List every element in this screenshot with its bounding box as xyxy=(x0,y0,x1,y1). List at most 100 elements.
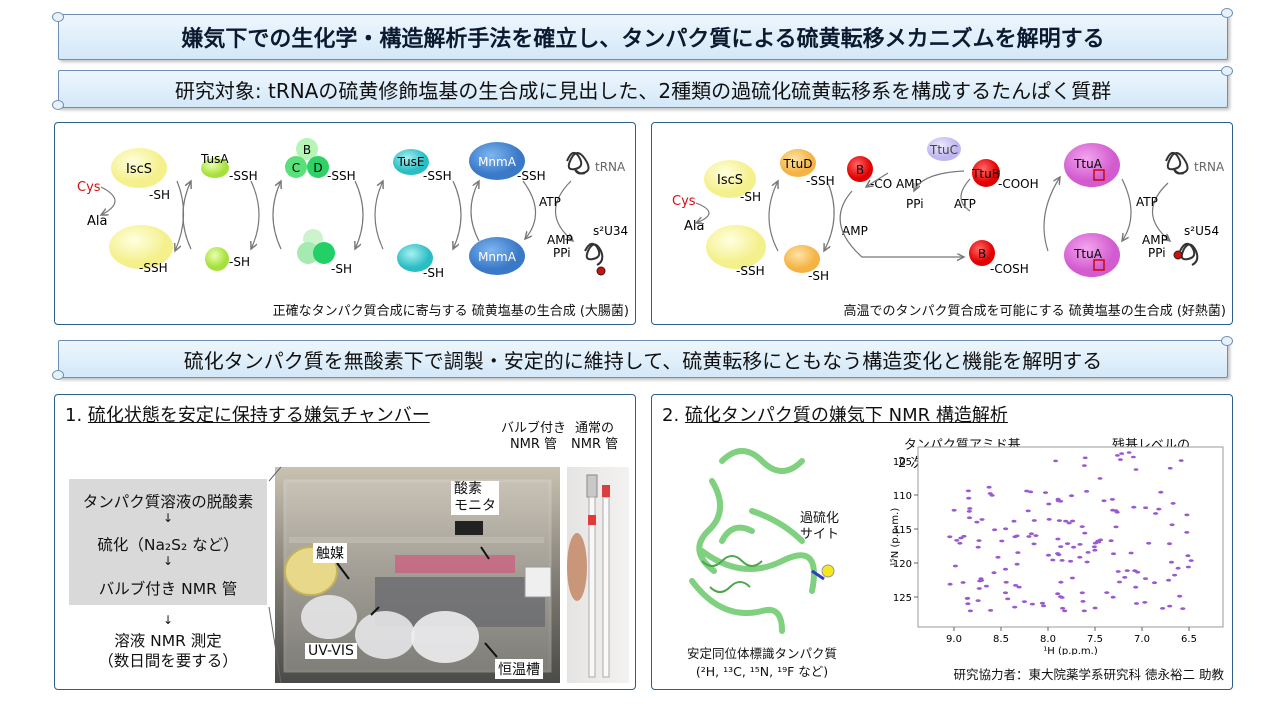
nmr-peak xyxy=(957,541,963,545)
nmr-peak xyxy=(1064,542,1071,545)
nmr-peak xyxy=(1058,580,1064,584)
tuse-sh: -SH xyxy=(423,266,444,280)
section2-heading: 2. 硫化タンパク質の嫌気下 NMR 構造解析 xyxy=(662,401,1008,427)
nmr-peak xyxy=(1133,585,1139,589)
iscs-persulfide xyxy=(109,225,173,269)
ttub-cooh-name: TtuB xyxy=(971,167,1000,181)
thermo-amp-2: AMP xyxy=(1142,233,1168,247)
nmr-tubes-photo xyxy=(567,467,629,683)
nmr-peak xyxy=(1028,490,1034,494)
x-tick-label: 7.5 xyxy=(1087,634,1103,645)
nmr-peak xyxy=(1122,576,1128,579)
ecoli-pathway-caption: 正確なタンパク質合成に寄与する 硫黄塩基の生合成 (大腸菌) xyxy=(272,304,629,319)
thermo-trna-label: tRNA xyxy=(1194,160,1225,174)
nmr-peak xyxy=(1156,507,1162,511)
nmr-peak xyxy=(978,577,984,581)
nmr-analysis-panel: 2. 硫化タンパク質の嫌気下 NMR 構造解析 過硫化 サイト 安定同位体標識タ… xyxy=(651,394,1233,690)
ttub-cosh-label: -COSH xyxy=(990,262,1029,276)
y-tick-label: 115 xyxy=(893,525,912,536)
nmr-peak xyxy=(1158,490,1164,494)
nmr-peak xyxy=(1169,523,1175,527)
nmr-peak xyxy=(1168,560,1175,564)
thermo-ppi-1: PPi xyxy=(906,197,924,211)
nmr-peak xyxy=(1175,566,1181,570)
iscs-protein xyxy=(111,148,167,188)
nmr-peak xyxy=(1116,580,1123,584)
ttub-protein xyxy=(847,156,873,182)
nmr-peak xyxy=(1045,553,1052,557)
tusd-protein xyxy=(307,156,329,178)
nmr-peak xyxy=(1046,502,1052,506)
nmr-peak xyxy=(1104,591,1110,594)
s2trna-icon xyxy=(584,242,604,266)
nmr-peak xyxy=(1056,519,1062,522)
nmr-peak xyxy=(1079,591,1085,595)
nmr-peak xyxy=(1097,477,1103,480)
nmr-peak xyxy=(976,539,982,542)
section1-number: 1. xyxy=(65,405,83,426)
nmr-peak xyxy=(1021,600,1027,603)
section1-heading: 1. 硫化状態を安定に保持する嫌気チャンバー xyxy=(65,401,430,427)
nmr-peak xyxy=(1063,519,1069,523)
nmr-peak xyxy=(951,508,957,512)
iscs-persulfide xyxy=(706,225,766,269)
ttua-reduced xyxy=(1064,233,1120,277)
nmr-peak xyxy=(986,485,992,489)
trna-label: tRNA xyxy=(595,160,626,174)
step-sulfuration: 硫化（Na₂S₂ など） xyxy=(97,536,239,554)
persulfide-site-marker xyxy=(821,564,835,578)
banner-curl-icon xyxy=(52,12,64,22)
tusc-reduced xyxy=(297,242,319,264)
x-tick-label: 8.0 xyxy=(1040,634,1056,645)
thermostat-label: 恒温槽 xyxy=(495,659,543,679)
tusc-protein xyxy=(285,156,307,178)
nmr-peak xyxy=(1046,518,1052,521)
nmr-peak xyxy=(1188,559,1194,562)
nmr-peak xyxy=(1003,580,1009,584)
nmr-peak xyxy=(983,584,989,588)
nmr-peak xyxy=(1069,576,1075,580)
tusa-reduced xyxy=(205,247,229,271)
nmr-peak xyxy=(1003,527,1009,531)
mnma-protein xyxy=(469,142,525,180)
nmr-peak xyxy=(960,581,966,584)
thermo-ppi-2: PPi xyxy=(1148,246,1166,260)
nmr-peak xyxy=(952,564,958,568)
nmr-peak xyxy=(1108,539,1114,543)
tusc-label: C xyxy=(292,161,300,175)
goal-text: 硫化タンパク質を無酸素下で調製・安定的に維持して、硫黄転移にともなう構造変化と機… xyxy=(183,348,1103,373)
nmr-peak xyxy=(1184,531,1190,534)
nmr-peak xyxy=(1185,554,1191,558)
nmr-peak xyxy=(965,489,971,493)
y-tick-label: 105 xyxy=(893,457,912,468)
nmr-peak xyxy=(1041,604,1047,608)
nmr-peak xyxy=(967,609,973,613)
nmr-peak xyxy=(954,539,960,542)
nmr-peak xyxy=(1068,559,1074,563)
nmr-peak xyxy=(1081,609,1087,613)
x-tick-label: 8.5 xyxy=(993,634,1009,645)
nmr-peak xyxy=(966,510,972,513)
nmr-peak xyxy=(1055,537,1061,541)
ala-label: Ala xyxy=(87,214,107,229)
tusb-label: B xyxy=(303,143,311,157)
tusb-protein xyxy=(296,138,318,160)
iscs-ssh-label: -SSH xyxy=(139,261,168,275)
nmr-peak xyxy=(1119,452,1125,455)
nmr-peak xyxy=(1033,534,1039,537)
nmr-peak xyxy=(1013,584,1019,587)
nmr-peak xyxy=(1005,597,1011,601)
tusd-reduced xyxy=(313,242,335,264)
thermo-iscs-sh: -SH xyxy=(740,190,761,204)
nmr-peak xyxy=(976,587,982,590)
nmr-peak xyxy=(966,516,973,520)
nmr-peak xyxy=(1113,525,1119,529)
nmr-peak xyxy=(1115,570,1121,573)
step-arrow: ↓ xyxy=(162,613,174,627)
ttuc-protein xyxy=(927,137,961,161)
nmr-peak xyxy=(1092,606,1098,610)
nmr-tubes-illustration xyxy=(567,474,610,678)
banner-curl-icon xyxy=(1221,8,1233,18)
step-arrow: ↓ xyxy=(162,511,174,525)
tusa-protein xyxy=(201,158,229,178)
